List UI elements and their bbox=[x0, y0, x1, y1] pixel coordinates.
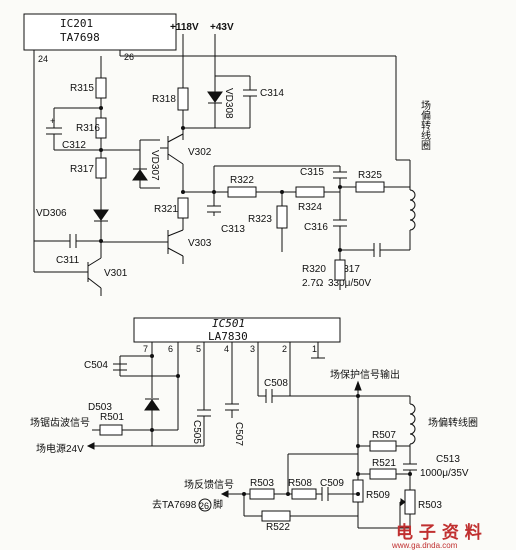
c507-label: C507 bbox=[233, 422, 244, 446]
v301-label: V301 bbox=[104, 268, 128, 279]
ic201-part: TA7698 bbox=[60, 31, 100, 44]
c509-label: C509 bbox=[320, 478, 344, 489]
r521-resistor bbox=[369, 468, 397, 480]
r316-label: R316 bbox=[76, 123, 100, 134]
vd307-label: VD307 bbox=[149, 150, 160, 181]
r508-label: R508 bbox=[288, 478, 312, 489]
sawtooth-signal-label: 场锯齿波信号 bbox=[30, 416, 90, 429]
r509-resistor bbox=[352, 479, 364, 503]
yoke-coil-upper bbox=[409, 189, 416, 231]
ic201-pin-24: 24 bbox=[38, 54, 48, 64]
vd307-diode bbox=[132, 169, 148, 181]
c313-label: C313 bbox=[221, 224, 245, 235]
r522-resistor bbox=[261, 510, 291, 522]
ic201-name: IC201 bbox=[60, 17, 93, 30]
pin26-badge: 26 bbox=[199, 501, 209, 511]
c508-label: C508 bbox=[264, 378, 288, 389]
watermark-url: www.ga.dnda.com bbox=[391, 541, 458, 550]
yoke-label-lower: 场偏转线圈 bbox=[428, 416, 478, 429]
supply-43v: +43V bbox=[210, 22, 234, 33]
foot-label: 脚 bbox=[213, 498, 223, 511]
r501-resistor bbox=[99, 424, 123, 436]
c505-label: C505 bbox=[191, 420, 202, 444]
r324-label: R324 bbox=[298, 202, 322, 213]
ic501-pin-6: 6 bbox=[168, 344, 173, 354]
d503-label: D503 bbox=[88, 402, 112, 413]
ic501-pin-4: 4 bbox=[224, 344, 229, 354]
r315-label: R315 bbox=[70, 83, 94, 94]
c317-label: C317 bbox=[336, 264, 360, 275]
c315-label: C315 bbox=[300, 167, 324, 178]
c312-label: C312 bbox=[62, 140, 86, 151]
vd306-diode bbox=[93, 209, 109, 221]
r322-label: R322 bbox=[230, 175, 254, 186]
r318-resistor bbox=[177, 87, 189, 111]
r503-left-resistor bbox=[249, 488, 275, 500]
r321-label: R321 bbox=[154, 204, 178, 215]
vd306-label: VD306 bbox=[36, 208, 67, 219]
svg-text:+: + bbox=[50, 116, 55, 126]
ic201-pin-26: 26 bbox=[124, 52, 134, 62]
r317-label: R317 bbox=[70, 164, 94, 175]
watermark-text: 电 子 资 料 bbox=[396, 522, 482, 543]
v302-label: V302 bbox=[188, 147, 212, 158]
r522-label: R522 bbox=[266, 522, 290, 533]
yoke-coil-lower bbox=[409, 403, 416, 445]
ic501-name: IC501 bbox=[212, 317, 245, 330]
ic501-pins: 7 6 5 4 3 2 1 bbox=[143, 342, 325, 420]
c513-label: C513 bbox=[436, 454, 460, 465]
ic501-box bbox=[133, 317, 341, 343]
r325-label: R325 bbox=[358, 170, 382, 181]
r325-resistor bbox=[355, 181, 385, 193]
c504-label: C504 bbox=[84, 360, 108, 371]
ic501-pin-5: 5 bbox=[196, 344, 201, 354]
r507-resistor bbox=[369, 440, 397, 452]
power-24v-label: 场电源24V bbox=[36, 442, 84, 455]
r507-label: R507 bbox=[372, 430, 396, 441]
r320-resistor bbox=[334, 259, 346, 281]
r318-label: R318 bbox=[152, 94, 176, 105]
ic501-part: LA7830 bbox=[208, 330, 248, 343]
feedback-signal-label: 场反馈信号 bbox=[184, 478, 234, 491]
c513-value: 1000μ/35V bbox=[420, 468, 469, 479]
to-ta7698-label: 去TA7698 bbox=[152, 499, 197, 511]
r322-resistor bbox=[227, 186, 257, 198]
r509-label: R509 bbox=[366, 490, 390, 501]
c314-label: C314 bbox=[260, 88, 284, 99]
v303-label: V303 bbox=[188, 238, 212, 249]
protect-output-label: 场保护信号输出 bbox=[330, 368, 400, 381]
d503-diode bbox=[144, 399, 160, 411]
supply-118v: +118V bbox=[170, 22, 199, 33]
yoke-label-upper: 场偏转线圈 bbox=[419, 99, 431, 151]
r501-label: R501 bbox=[100, 412, 124, 423]
r503-left-label: R503 bbox=[250, 478, 274, 489]
r508-resistor bbox=[291, 488, 317, 500]
r317-resistor bbox=[95, 157, 107, 179]
r521-label: R521 bbox=[372, 458, 396, 469]
ic501-pin-3: 3 bbox=[250, 344, 255, 354]
vd308-label: VD308 bbox=[223, 88, 234, 119]
r324-resistor bbox=[295, 186, 325, 198]
ic501-pin-1: 1 bbox=[312, 344, 317, 354]
r503-right-label: R503 bbox=[418, 500, 442, 511]
vd308-diode bbox=[207, 91, 223, 103]
r503-right-resistor bbox=[404, 489, 416, 515]
r320-value: 2.7Ω bbox=[302, 278, 324, 289]
r315-resistor bbox=[95, 77, 107, 99]
ic201-box bbox=[23, 13, 177, 51]
ic501-pin-2: 2 bbox=[282, 344, 287, 354]
c311-label: C311 bbox=[56, 255, 80, 266]
r321-resistor bbox=[177, 197, 189, 219]
c317-value: 330μ/50V bbox=[328, 278, 371, 289]
ic501-pin-7: 7 bbox=[143, 344, 148, 354]
r323-resistor bbox=[276, 205, 288, 229]
c316-label: C316 bbox=[304, 222, 328, 233]
r323-label: R323 bbox=[248, 214, 272, 225]
r320-label: R320 bbox=[302, 264, 326, 275]
